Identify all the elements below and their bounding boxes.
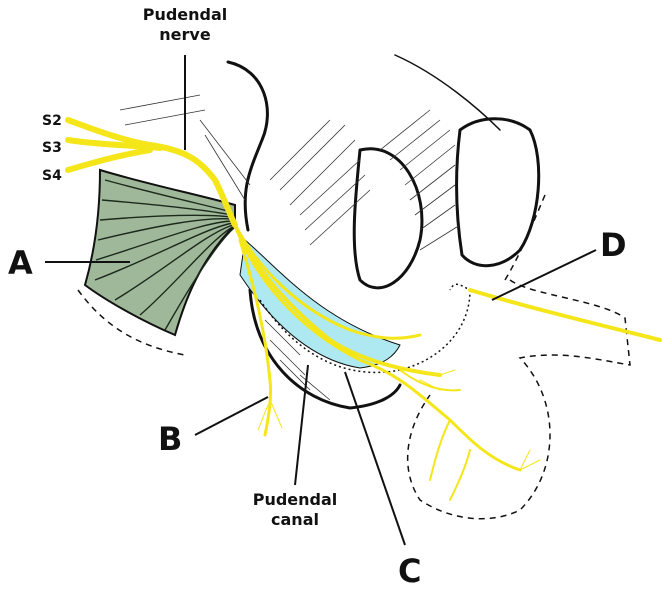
label-pudendal-nerve-2: nerve <box>159 25 211 44</box>
label-c: C <box>398 552 421 590</box>
label-d: D <box>600 226 627 264</box>
leader-c <box>344 371 406 546</box>
label-pudendal-canal-2: canal <box>271 510 319 529</box>
dashed-outlines <box>77 194 631 520</box>
label-s3: S3 <box>42 140 62 156</box>
pudendal-nerve-branches <box>65 117 662 501</box>
label-pudendal-nerve-1: Pudendal <box>143 5 228 24</box>
leader-b <box>194 396 269 436</box>
canal-dotted-border <box>259 283 471 374</box>
pudendal-canal <box>239 239 401 369</box>
label-b: B <box>158 420 182 458</box>
sacrospinous-ligament <box>83 168 236 337</box>
leader-lines <box>45 55 597 546</box>
label-a: A <box>8 244 33 282</box>
leader-d <box>491 249 597 301</box>
leader-pudendal-canal <box>294 364 309 486</box>
label-s4: S4 <box>42 168 62 184</box>
label-pudendal-canal-1: Pudendal <box>253 490 338 509</box>
hatching <box>119 94 461 401</box>
bone-outlines <box>226 54 541 410</box>
label-s2: S2 <box>42 113 62 129</box>
